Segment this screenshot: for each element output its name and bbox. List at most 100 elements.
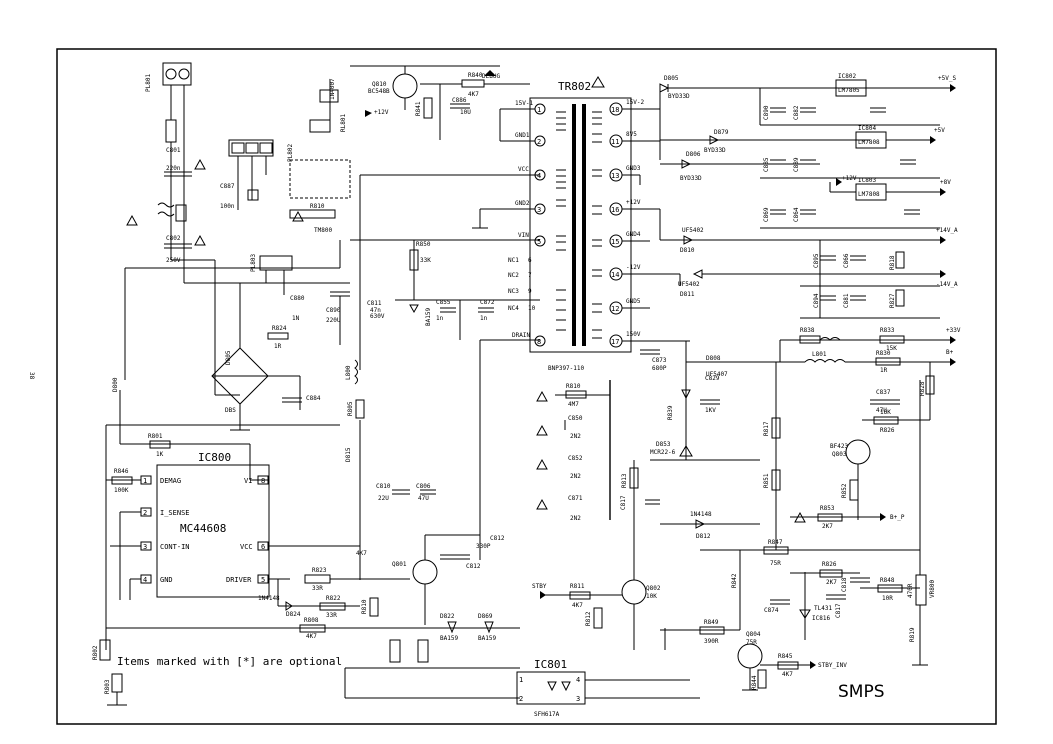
svg-text:-12V: -12V: [626, 264, 641, 271]
ic800-pin-isense: I_SENSE: [160, 509, 190, 517]
svg-text:GND5: GND5: [626, 298, 641, 305]
svg-text:C810: C810: [376, 483, 391, 490]
svg-text:D811: D811: [680, 291, 695, 298]
svg-text:10: 10: [528, 305, 536, 312]
svg-text:33K: 33K: [420, 257, 431, 264]
pl801-label: PL801: [145, 74, 152, 92]
svg-text:GND2: GND2: [515, 200, 530, 207]
svg-text:D853: D853: [656, 441, 671, 448]
svg-text:3: 3: [143, 543, 147, 551]
svg-text:BYD33D: BYD33D: [704, 147, 726, 154]
svg-text:D879: D879: [714, 129, 729, 136]
svg-text:R826: R826: [822, 561, 837, 568]
svg-text:47U: 47U: [418, 495, 429, 502]
svg-text:C872: C872: [480, 299, 495, 306]
svg-text:3: 3: [576, 695, 580, 703]
svg-text:D808: D808: [706, 355, 721, 362]
svg-text:C887: C887: [220, 183, 235, 190]
svg-text:C874: C874: [764, 607, 779, 614]
svg-text:7: 7: [528, 272, 532, 279]
svg-text:C801: C801: [166, 147, 181, 154]
svg-text:C890: C890: [326, 307, 341, 314]
svg-text:C889: C889: [793, 157, 800, 172]
svg-text:1KV: 1KV: [705, 407, 716, 414]
svg-text:NC1: NC1: [508, 257, 519, 264]
svg-text:C812: C812: [466, 563, 481, 570]
svg-text:R812: R812: [585, 611, 592, 626]
svg-text:1: 1: [537, 106, 541, 114]
svg-text:Q803: Q803: [832, 451, 847, 458]
b-plus-label: B+: [946, 349, 954, 356]
q801-part: 4K7: [356, 550, 367, 557]
svg-text:R810: R810: [566, 383, 581, 390]
svg-text:1: 1: [519, 676, 523, 684]
svg-text:GND4: GND4: [626, 231, 641, 238]
svg-text:330P: 330P: [476, 543, 491, 550]
svg-text:R851: R851: [763, 473, 770, 488]
rl801-label: RL801: [340, 114, 347, 132]
svg-text:C817: C817: [835, 603, 842, 618]
svg-text:C895: C895: [813, 253, 820, 268]
b-plus-p-label: B+_P: [890, 514, 905, 521]
ic800-ref: IC800: [198, 451, 231, 464]
svg-text:R827: R827: [889, 293, 896, 308]
ic802-regulator: [835, 79, 867, 97]
svg-text:D810: D810: [680, 247, 695, 254]
svg-text:NC3: NC3: [508, 288, 519, 295]
svg-text:C881: C881: [843, 293, 850, 308]
svg-text:C817: C817: [620, 495, 627, 510]
svg-text:TM800: TM800: [314, 227, 332, 234]
svg-text:R810: R810: [310, 203, 325, 210]
svg-text:100n: 100n: [220, 203, 235, 210]
svg-text:R801: R801: [148, 433, 163, 440]
svg-text:Q804: Q804: [746, 631, 761, 638]
svg-text:C850: C850: [568, 415, 583, 422]
svg-text:C880: C880: [290, 295, 305, 302]
svg-text:C802: C802: [166, 235, 181, 242]
svg-text:Q801: Q801: [392, 561, 407, 568]
plus14va-label: +14V_A: [936, 227, 958, 234]
svg-text:C852: C852: [568, 455, 583, 462]
svg-text:R802: R802: [92, 645, 99, 660]
svg-text:9: 9: [528, 288, 532, 295]
ic801-optocoupler: IC801 SFH617A 12 43: [516, 658, 700, 718]
svg-text:BA159: BA159: [478, 635, 496, 642]
svg-text:NC4: NC4: [508, 305, 519, 312]
svg-text:2K7: 2K7: [822, 523, 833, 530]
svg-text:R839: R839: [667, 405, 674, 420]
svg-text:2N2: 2N2: [570, 473, 581, 480]
tr802-transformer: TR802 BNP397-110 1 15V-1 2 GND1 4 VCC 3 …: [472, 76, 690, 372]
svg-text:4K7: 4K7: [782, 671, 793, 678]
svg-text:4K7: 4K7: [468, 91, 479, 98]
svg-text:D806: D806: [686, 151, 701, 158]
svg-text:47U: 47U: [876, 407, 887, 414]
svg-text:14: 14: [611, 271, 619, 279]
svg-text:DBS: DBS: [225, 407, 236, 414]
svg-text:L800: L800: [345, 365, 352, 380]
svg-text:IC816: IC816: [812, 615, 830, 622]
svg-text:D805: D805: [225, 350, 232, 365]
stby-inv-label: STBY_INV: [818, 662, 847, 669]
svg-text:1N4007: 1N4007: [329, 78, 336, 100]
ic800-pin-demag: DEMAG: [160, 477, 181, 485]
svg-text:R822: R822: [326, 595, 341, 602]
svg-text:220n: 220n: [166, 165, 181, 172]
svg-text:2: 2: [519, 695, 523, 703]
svg-text:15K: 15K: [886, 345, 897, 352]
q810-transistor: [392, 73, 418, 99]
svg-text:D824: D824: [286, 611, 301, 618]
svg-text:+12V: +12V: [374, 109, 389, 116]
svg-text:4K7: 4K7: [572, 602, 583, 609]
svg-text:+12V: +12V: [626, 199, 641, 206]
svg-text:VR800: VR800: [929, 580, 936, 598]
svg-text:IC803: IC803: [858, 177, 876, 184]
q802-part: 10K: [646, 593, 657, 600]
svg-text:C818: C818: [841, 577, 848, 592]
stby-label: STBY: [532, 583, 547, 590]
svg-text:8V5: 8V5: [626, 131, 637, 138]
